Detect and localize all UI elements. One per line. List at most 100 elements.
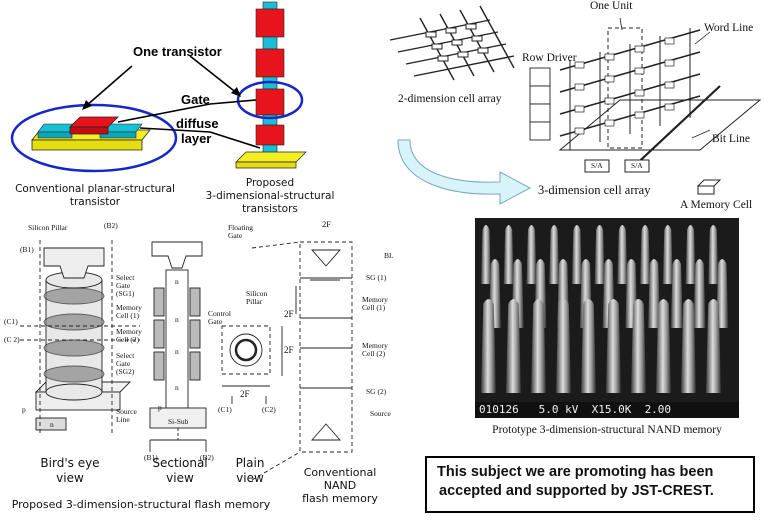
sem-pillar [662, 225, 673, 284]
bl-label: BL [384, 251, 394, 260]
sp2-line1: Silicon [246, 289, 268, 298]
b1-bottom-label: (B1) [144, 453, 158, 462]
fg-line1: Floating [228, 223, 254, 232]
birds-eye-caption: Bird's eye view [30, 456, 110, 486]
sem-photo: 010126 5.0 kV X15.0K 2.00 [475, 218, 739, 418]
notice-line2: accepted and supported by JST-CREST. [439, 483, 714, 499]
transistor-drawing [10, 1, 307, 173]
c1-left-label: (C1) [4, 317, 18, 326]
row-driver [529, 67, 551, 141]
cell-array-drawing [389, 5, 762, 205]
nand-mem-cell1-label: Memory Cell (1) [362, 296, 388, 312]
memory-cell-label: A Memory Cell [680, 199, 753, 211]
n3-label: n [175, 347, 179, 356]
one-transistor-label: One transistor [133, 44, 222, 59]
nand-mem-cell2-label: Memory Cell (2) [362, 342, 388, 358]
sg1-line1: Select [116, 273, 135, 282]
mc1-line2: Cell (1) [116, 311, 140, 320]
proposed-caption: Proposed 3-dimensional-structural transi… [195, 177, 345, 216]
2d-cell-array [389, 5, 515, 81]
stack-highlight-ellipse [236, 80, 304, 120]
source-label: Source [370, 409, 391, 418]
sem-pillar [594, 225, 605, 284]
planar-caption-line2: transistor [69, 196, 121, 208]
birds-eye-view [20, 240, 140, 433]
sectional-caption-line2: view [166, 471, 194, 485]
c2-bottom-label: (C2) [262, 405, 276, 414]
one-unit-box [607, 27, 643, 149]
2d-array-label: 2-dimension cell array [398, 93, 502, 105]
sem-pillar [617, 225, 628, 284]
mc2-line2: Cell (2) [116, 335, 140, 344]
diffuse-label-1: diffuse [176, 116, 219, 131]
silicon-pillar2-label: Silicon Pillar [246, 290, 267, 306]
row-driver-label: Row Driver [522, 52, 577, 64]
mc1-line1: Memory [116, 303, 142, 312]
vertical-transistor-stack [235, 1, 307, 169]
n1-label: n [175, 277, 179, 286]
sectional-caption: Sectional view [140, 456, 220, 486]
sem-pillar [556, 299, 571, 393]
birds-eye-caption-line2: view [56, 471, 84, 485]
sg2-line1: Select [116, 351, 135, 360]
sem-pillar [716, 259, 729, 328]
3d-array-label: 3-dimension cell array [538, 183, 651, 197]
sg2-line3: (SG2) [116, 367, 135, 376]
cg-line1: Control [208, 309, 231, 318]
memory-cell1-label: Memory Cell (1) [116, 304, 142, 320]
proposed-flash-caption: Proposed 3-dimension-structural flash me… [11, 498, 271, 511]
sg1-line2: Gate [116, 281, 131, 290]
sg2-line2: Gate [116, 359, 131, 368]
sem-pillar [670, 259, 683, 328]
silicon-pillar-label: Silicon Pillar [28, 223, 68, 232]
birds-eye-caption-line1: Bird's eye [40, 456, 100, 470]
sem-pillar [656, 299, 671, 393]
conventional-nand [251, 241, 353, 481]
notice-line1: This subject we are promoting has been [437, 464, 714, 480]
sem-pillar [685, 225, 696, 284]
mc2-line1: Memory [116, 327, 142, 336]
sem-pillar [693, 259, 706, 328]
2f-top-label: 2F [322, 219, 331, 229]
2f-right-label: 2F [284, 345, 294, 355]
sem-pillar [706, 299, 721, 393]
one-unit-label: One Unit [590, 0, 633, 12]
n-base-label: n [50, 420, 54, 429]
sectional-view [149, 241, 207, 452]
n4-label: n [175, 383, 179, 392]
source-line-line2: Line [116, 415, 130, 424]
plain-caption-line1: Plain [235, 456, 265, 470]
sem-pillar [640, 225, 651, 284]
sem-pillar [708, 225, 719, 284]
sem-pillar [526, 225, 537, 284]
sem-pillar [631, 299, 646, 393]
floating-gate-label: Floating Gate [228, 224, 253, 240]
source-line-label: Source Line [116, 408, 137, 424]
control-gate-label: Control Gate [208, 310, 231, 326]
gate-label: Gate [181, 92, 210, 107]
sa-label-1: S/A [591, 161, 603, 170]
p-left-label: p [22, 405, 26, 414]
sg1-line3: (SG1) [116, 289, 135, 298]
sem-pillar [531, 299, 546, 393]
word-line-label: Word Line [704, 22, 754, 34]
prototype-caption: Prototype 3-dimension-structural NAND me… [492, 424, 722, 436]
sa-label-2: S/A [631, 161, 643, 170]
cell-array-figure: One Unit Word Line Row Driver 2-dimensio… [370, 0, 764, 215]
sg1-label: SG (1) [366, 273, 387, 282]
b1-top-label: (B1) [20, 245, 34, 254]
bit-line-label: Bit Line [712, 133, 751, 145]
fg-line2: Gate [228, 231, 243, 240]
sem-pillar [648, 259, 661, 328]
sem-pillar [549, 225, 560, 284]
plain-caption-line2: view [236, 471, 264, 485]
source-line-line1: Source [116, 407, 137, 416]
memory-cell2-label: Memory Cell (2) [116, 328, 142, 344]
plain-view [221, 325, 283, 404]
2f-mid-label: 2F [284, 309, 294, 319]
sem-readout: 010126 5.0 kV X15.0K 2.00 [479, 403, 672, 416]
sem-pillar [503, 225, 514, 284]
nmc1-line2: Cell (1) [362, 303, 386, 312]
nmc2-line1: Memory [362, 341, 388, 350]
transition-arrow [397, 139, 532, 205]
